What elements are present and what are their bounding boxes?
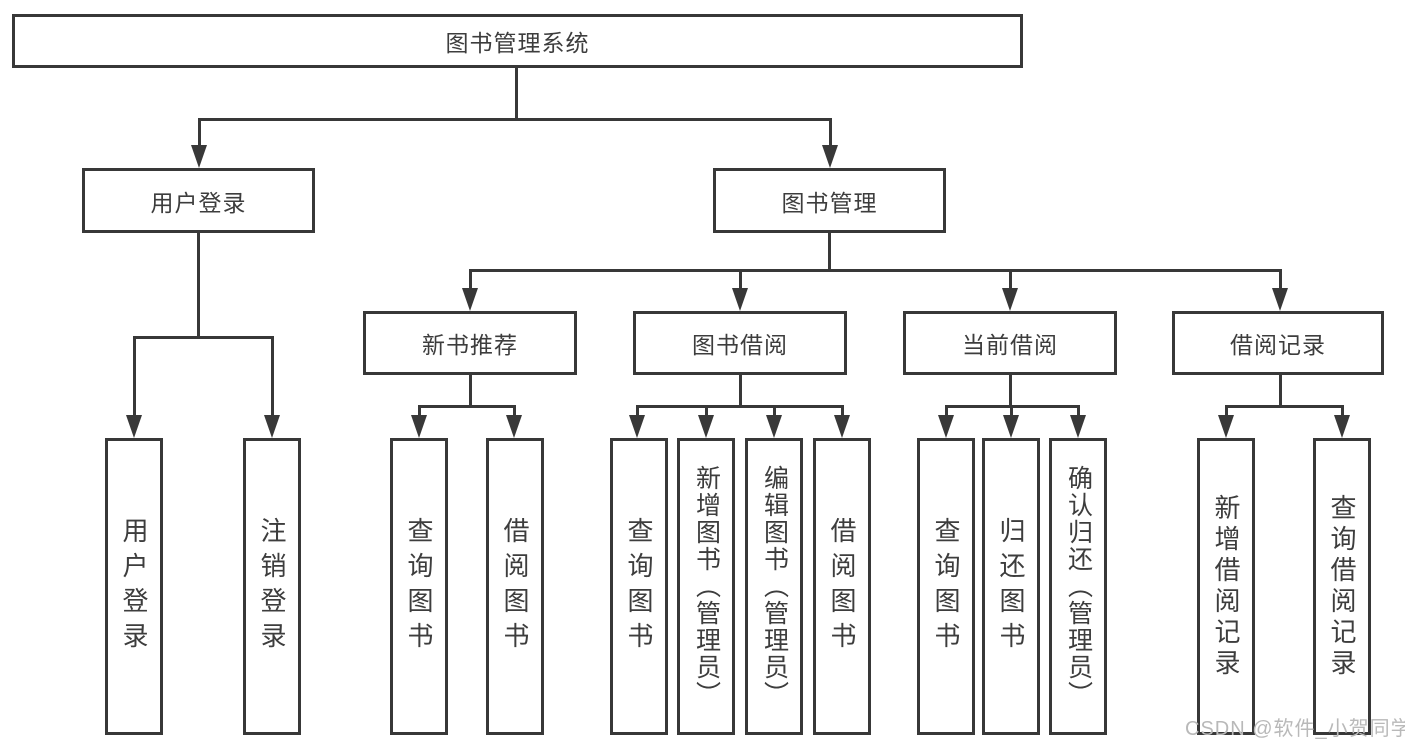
node-book-management: 图书管理 — [713, 168, 946, 233]
node-label: 图书借阅 — [692, 332, 788, 358]
node-label: 用户登录 — [150, 189, 247, 216]
connector-line — [1225, 405, 1343, 408]
connector-line — [469, 375, 472, 405]
leaf-label: 编辑图书（管理员） — [760, 465, 789, 708]
connector-line — [841, 405, 844, 419]
leaf-add-borrow-record: 新增借阅记录 — [1197, 438, 1255, 735]
leaf-label: 借阅图书 — [827, 516, 857, 657]
leaf-query-borrow-record: 查询借阅记录 — [1313, 438, 1371, 735]
csdn-watermark: CSDN @软件_小贺同学 — [1185, 718, 1405, 740]
arrow-down-icon — [1218, 415, 1234, 438]
connector-line — [1225, 405, 1228, 419]
arrow-down-icon — [191, 145, 207, 168]
connector-line — [418, 405, 515, 408]
connector-line — [1279, 269, 1282, 291]
leaf-label: 注销登录 — [257, 516, 287, 657]
arrow-down-icon — [766, 415, 782, 438]
arrow-down-icon — [1334, 415, 1350, 438]
connector-line — [1009, 375, 1012, 405]
leaf-user-login: 用户登录 — [105, 438, 163, 735]
leaf-label: 用户登录 — [119, 516, 149, 657]
connector-line — [469, 269, 472, 291]
node-label: 当前借阅 — [962, 332, 1058, 358]
connector-line — [1009, 269, 1012, 291]
connector-line — [705, 405, 708, 419]
connector-line — [945, 405, 948, 419]
connector-line — [636, 405, 639, 419]
arrow-down-icon — [1003, 415, 1019, 438]
leaf-label: 确认归还（管理员） — [1064, 465, 1093, 708]
node-library-system: 图书管理系统 — [12, 14, 1023, 68]
leaf-return-books: 归还图书 — [982, 438, 1040, 735]
arrow-down-icon — [732, 288, 748, 311]
connector-line — [773, 405, 776, 419]
node-user-login: 用户登录 — [82, 168, 315, 233]
connector-line — [197, 233, 200, 336]
node-borrow-records: 借阅记录 — [1172, 311, 1384, 375]
arrow-down-icon — [1002, 288, 1018, 311]
arrow-down-icon — [629, 415, 645, 438]
arrow-down-icon — [822, 145, 838, 168]
arrow-down-icon — [126, 415, 142, 438]
leaf-logout: 注销登录 — [243, 438, 301, 735]
leaf-borrow-books: 借阅图书 — [813, 438, 871, 735]
leaf-label: 归还图书 — [996, 516, 1026, 657]
connector-line — [133, 336, 136, 416]
connector-line — [198, 118, 201, 150]
connector-line — [739, 269, 742, 291]
connector-line — [418, 405, 421, 419]
leaf-query-books-borrow: 查询图书 — [610, 438, 668, 735]
arrow-down-icon — [938, 415, 954, 438]
arrow-down-icon — [698, 415, 714, 438]
connector-line — [739, 375, 742, 405]
connector-line — [198, 118, 831, 121]
node-current-borrow: 当前借阅 — [903, 311, 1117, 375]
connector-line — [133, 336, 273, 339]
connector-line — [829, 118, 832, 150]
arrow-down-icon — [264, 415, 280, 438]
arrow-down-icon — [462, 288, 478, 311]
node-label: 新书推荐 — [422, 332, 518, 358]
leaf-borrow-books-recommend: 借阅图书 — [486, 438, 544, 735]
connector-line — [1010, 405, 1013, 419]
connector-line — [515, 68, 518, 118]
leaf-label: 新增图书（管理员） — [692, 465, 721, 708]
leaf-add-books-admin: 新增图书（管理员） — [677, 438, 735, 735]
connector-line — [1341, 405, 1344, 419]
leaf-label: 查询图书 — [624, 516, 654, 657]
node-new-book-recommend: 新书推荐 — [363, 311, 577, 375]
arrow-down-icon — [1070, 415, 1086, 438]
node-label: 图书管理系统 — [445, 30, 590, 56]
arrow-down-icon — [411, 415, 427, 438]
connector-line — [469, 269, 1282, 272]
connector-line — [1077, 405, 1080, 419]
node-book-borrow: 图书借阅 — [633, 311, 847, 375]
leaf-query-books-current: 查询图书 — [917, 438, 975, 735]
leaf-label: 查询图书 — [931, 516, 961, 657]
node-label: 借阅记录 — [1230, 332, 1326, 358]
leaf-edit-books-admin: 编辑图书（管理员） — [745, 438, 803, 735]
leaf-query-books-recommend: 查询图书 — [390, 438, 448, 735]
connector-line — [271, 336, 274, 416]
arrow-down-icon — [506, 415, 522, 438]
arrow-down-icon — [1272, 288, 1288, 311]
leaf-label: 新增借阅记录 — [1211, 493, 1241, 680]
leaf-label: 查询借阅记录 — [1327, 493, 1357, 680]
connector-line — [513, 405, 516, 419]
node-label: 图书管理 — [781, 189, 878, 216]
leaf-label: 借阅图书 — [500, 516, 530, 657]
connector-line — [636, 405, 844, 408]
connector-line — [828, 233, 831, 269]
connector-line — [1279, 375, 1282, 405]
leaf-confirm-return-admin: 确认归还（管理员） — [1049, 438, 1107, 735]
leaf-label: 查询图书 — [404, 516, 434, 657]
arrow-down-icon — [834, 415, 850, 438]
